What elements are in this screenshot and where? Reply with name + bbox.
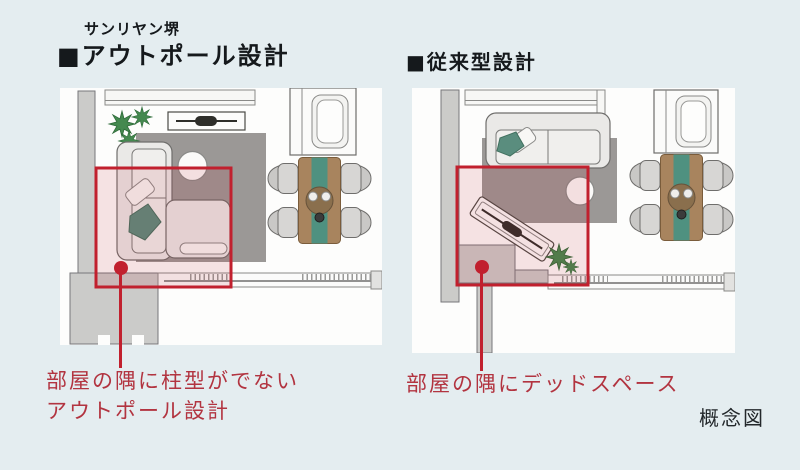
- left-wall: [440, 89, 460, 303]
- highlight-box-outpole: [94, 166, 233, 289]
- window-track: [157, 270, 382, 290]
- dining-set: [267, 157, 372, 244]
- outpole-caption-line1: 部屋の隅に柱型がでない: [46, 369, 299, 393]
- dining-chair: [702, 204, 734, 235]
- right-plan-title: ■従来型設計: [406, 50, 537, 74]
- top-wall: [464, 89, 606, 121]
- dining-chair: [629, 204, 661, 235]
- blanket: [128, 203, 162, 241]
- window-track: [547, 272, 735, 292]
- tv-board-diagonal: [469, 196, 555, 262]
- dining-chair: [267, 207, 299, 238]
- right-callout-dot: [475, 260, 489, 274]
- top-wall: [104, 89, 256, 106]
- left-callout-dot: [114, 261, 128, 275]
- blanket: [496, 131, 525, 157]
- deadspace-caption-line1: 部屋の隅にデッドスペース: [406, 372, 680, 396]
- outpole-caption: 部屋の隅に柱型がでない アウトポール設計: [46, 366, 299, 426]
- dining-set: [629, 154, 734, 241]
- outpole-caption-line2: アウトポール設計: [46, 399, 230, 423]
- left-wall: [77, 90, 96, 275]
- l-sofa: [116, 141, 231, 261]
- outpole-floorplan-drawing: [69, 88, 382, 345]
- tv-board: [167, 111, 246, 131]
- left-plan-title: ■アウトポール設計: [57, 41, 290, 70]
- left-callout-line: [119, 268, 122, 368]
- dining-chair: [340, 163, 372, 194]
- right-callout-line: [480, 267, 483, 371]
- deadspace-caption: 部屋の隅にデッドスペース: [406, 369, 679, 399]
- dining-chair: [340, 207, 372, 238]
- brand-label: サンリヤン堺: [84, 20, 181, 38]
- dining-chair: [702, 160, 734, 191]
- outpole-floorplan: [60, 88, 382, 345]
- dining-chair: [267, 163, 299, 194]
- side-table: [177, 150, 208, 182]
- conventional-floorplan: [412, 88, 735, 353]
- kitchen-counter: [289, 88, 357, 156]
- lower-structure: [69, 272, 159, 345]
- kitchen-counter: [653, 89, 719, 154]
- conventional-floorplan-drawing: [440, 89, 735, 353]
- concept-note: 概念図: [699, 406, 765, 430]
- dining-chair: [629, 160, 661, 191]
- sofa: [485, 112, 611, 169]
